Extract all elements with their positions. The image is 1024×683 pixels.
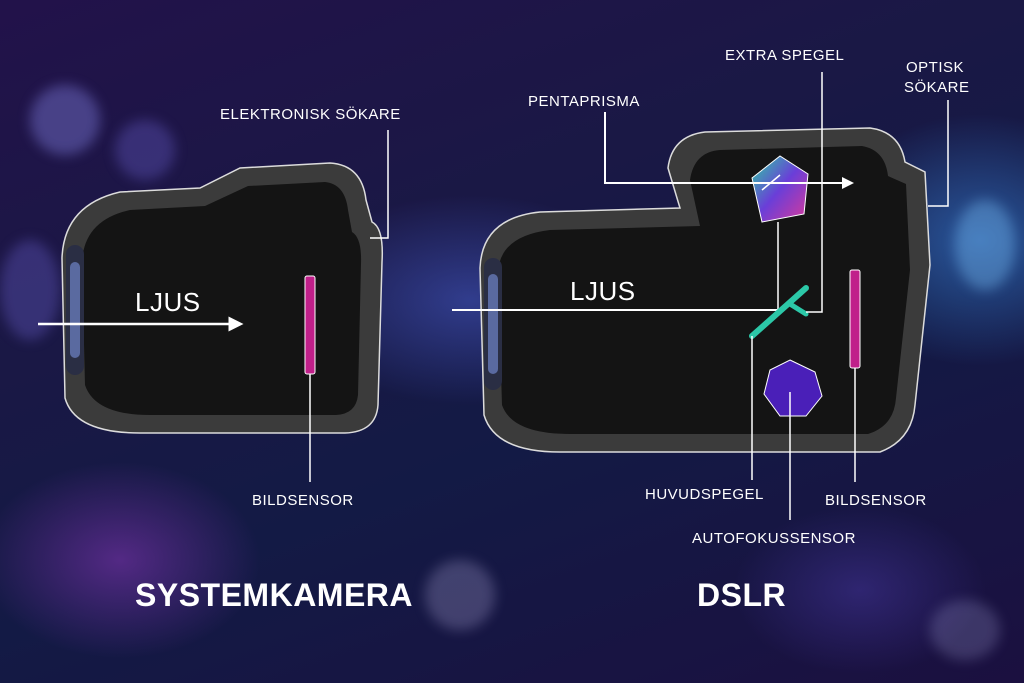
mirrorless-light-label: LJUS <box>135 287 201 317</box>
mirrorless-camera: LJUS ELEKTRONISK SÖKARE BILDSENSOR SYSTE… <box>38 105 413 613</box>
evf-label: ELEKTRONISK SÖKARE <box>220 105 401 123</box>
mirrorless-sensor-label: BILDSENSOR <box>252 492 354 509</box>
dslr-title: DSLR <box>697 577 786 613</box>
main-mirror <box>749 285 809 339</box>
dslr-sensor-label: BILDSENSOR <box>825 492 927 509</box>
autofocus-sensor <box>763 359 823 417</box>
dslr-image-sensor <box>849 269 861 369</box>
pentaprism <box>751 155 809 223</box>
bokeh-light <box>30 85 100 155</box>
bokeh-light <box>930 600 1000 660</box>
bokeh-light <box>425 560 495 630</box>
optical-viewfinder-leader-line <box>928 100 949 207</box>
pentaprism-label: PENTAPRISMA <box>528 93 640 110</box>
mirrorless-image-sensor <box>304 275 316 375</box>
mirrorless-body <box>82 182 362 415</box>
optical-viewfinder-label-line2: SÖKARE <box>904 78 970 96</box>
extra-mirror <box>787 301 809 317</box>
dslr-body <box>498 146 910 434</box>
pentaprism-leader-line <box>604 112 854 189</box>
extra-mirror-leader-line <box>806 72 823 313</box>
dslr-camera: PENTAPRISMA LJUS EXTRA SPEGEL OPTISK SÖK… <box>452 47 970 613</box>
dslr-lens-glass <box>488 274 498 374</box>
mirrorless-lens-glass <box>70 262 80 358</box>
main-mirror-label: HUVUDSPEGEL <box>645 486 764 503</box>
dslr-light-label: LJUS <box>570 276 636 306</box>
bokeh-light <box>115 120 175 180</box>
bokeh-light <box>955 200 1015 290</box>
optical-viewfinder-label-line1: OPTISK <box>906 59 964 76</box>
extra-mirror-label: EXTRA SPEGEL <box>725 47 844 64</box>
mirrorless-title: SYSTEMKAMERA <box>135 577 413 613</box>
dslr-prism-exit-path <box>761 174 781 191</box>
af-sensor-label: AUTOFOKUSSENSOR <box>692 530 856 547</box>
evf-leader-line <box>370 130 389 239</box>
